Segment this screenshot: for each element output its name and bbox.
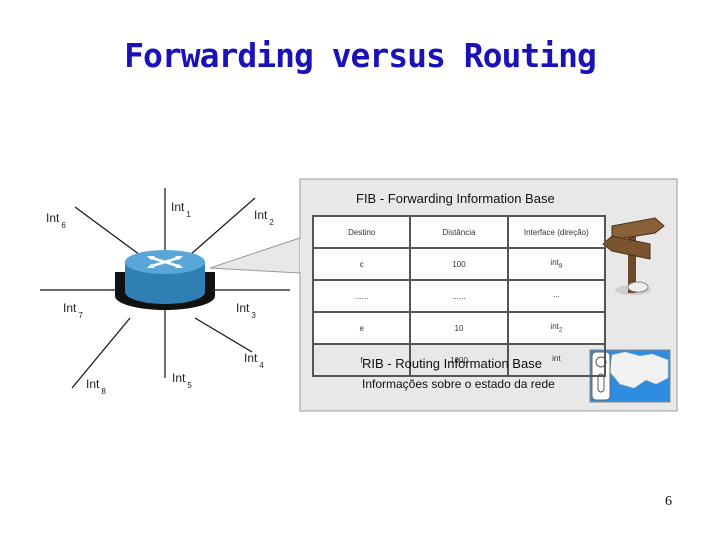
fib-cell-destination: f	[311, 343, 412, 377]
interface-label-6: Int6	[46, 211, 66, 230]
fib-cell-interface: ...	[506, 279, 607, 313]
link-int2	[189, 197, 256, 256]
fib-row: ...... ...... ...	[311, 279, 607, 313]
rib-title: RIB - Routing Information Base	[362, 356, 542, 371]
interface-label-5: Int5	[172, 371, 192, 390]
fib-cell-distance: 10	[409, 311, 509, 345]
router-icon	[115, 250, 215, 310]
fib-cell-distance: 1000	[409, 343, 509, 377]
fib-cell-distance: ......	[409, 279, 509, 313]
fib-cell-destination: ......	[311, 279, 412, 313]
signpost-icon	[602, 217, 665, 295]
fib-row: f 1000 int	[311, 343, 607, 377]
interface-label-7: Int7	[63, 301, 83, 320]
link-int4	[194, 317, 253, 353]
rib-description: Informações sobre o estado da rede	[362, 377, 555, 391]
fib-header-interface: Interface (direção)	[506, 215, 607, 249]
fib-header-distance: Distância	[409, 215, 509, 249]
interface-label-3: Int3	[236, 301, 256, 320]
fib-row: c 100 int8	[311, 247, 607, 281]
interface-label-1: Int1	[171, 200, 191, 219]
fib-cell-interface: int	[506, 343, 607, 377]
fib-cell-destination: c	[311, 247, 412, 281]
interface-label-4: Int4	[244, 351, 264, 370]
fib-title: FIB - Forwarding Information Base	[356, 191, 555, 206]
slide-title: Forwarding versus Routing	[124, 36, 597, 75]
fib-cell-interface: int2	[506, 311, 607, 345]
fib-cell-interface: int8	[506, 247, 607, 281]
fib-table: Destino Distância Interface (direção) c …	[311, 215, 607, 377]
callout-pointer	[209, 237, 301, 274]
link-int6	[74, 206, 141, 256]
interface-links	[40, 188, 290, 389]
interface-label-2: Int2	[254, 208, 274, 227]
fib-row: e 10 int2	[311, 311, 607, 345]
fib-cell-distance: 100	[409, 247, 509, 281]
fib-header-destination: Destino	[311, 215, 412, 249]
page-number: 6	[665, 494, 672, 509]
fib-cell-destination: e	[311, 311, 412, 345]
fib-header-row: Destino Distância Interface (direção)	[311, 215, 607, 249]
link-int8	[71, 317, 131, 389]
interface-label-8: Int8	[86, 377, 106, 396]
